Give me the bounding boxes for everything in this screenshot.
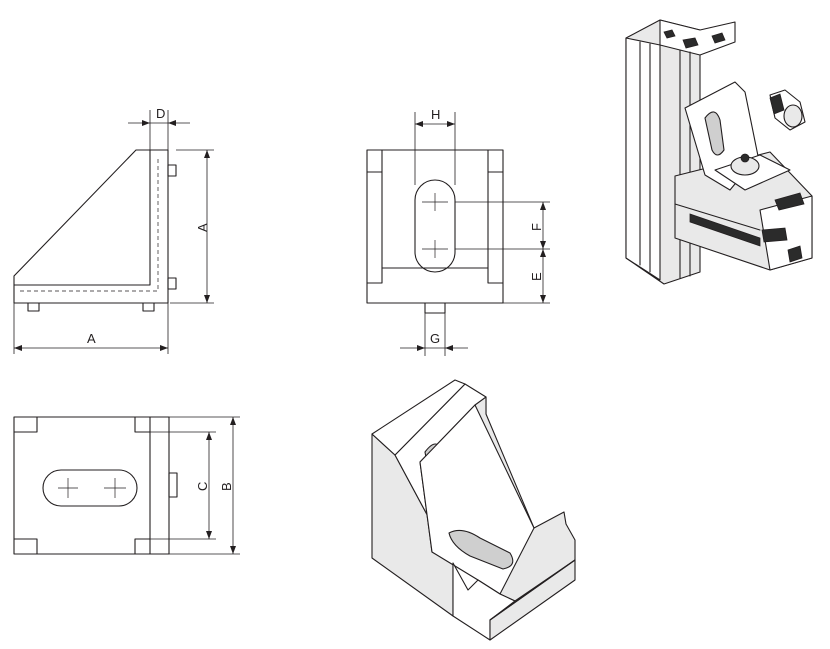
top-view-slot (42, 469, 138, 507)
dim-a-vertical-label: A (195, 223, 210, 232)
dim-e-label: E (529, 272, 544, 281)
assembly-illustration (625, 19, 813, 285)
side-view: D A A (13, 106, 214, 354)
dim-a-horizontal-label: A (87, 331, 96, 346)
front-view-tab (424, 302, 446, 314)
dim-c-label: C (195, 482, 210, 491)
dim-f-label: F (529, 223, 544, 231)
side-view-tab-bottom (167, 277, 177, 290)
side-view-base-line (13, 149, 151, 286)
dim-d-label: D (156, 106, 165, 121)
isometric-bracket (371, 379, 576, 641)
front-view-slot (414, 179, 456, 273)
side-view-hidden-line (20, 158, 159, 292)
dim-g-label: G (430, 331, 440, 346)
front-view: H F E G (366, 107, 550, 356)
front-view-outline (366, 149, 504, 304)
top-view-tab (168, 472, 178, 498)
dim-b-label: B (219, 482, 234, 491)
side-view-tab-right (142, 302, 155, 312)
side-view-tab-top (167, 164, 177, 177)
side-view-outline (13, 149, 169, 304)
dim-h-label: H (431, 107, 440, 122)
top-view: C B (13, 416, 240, 555)
top-view-outline (13, 416, 170, 555)
side-view-tab-left (27, 302, 40, 312)
